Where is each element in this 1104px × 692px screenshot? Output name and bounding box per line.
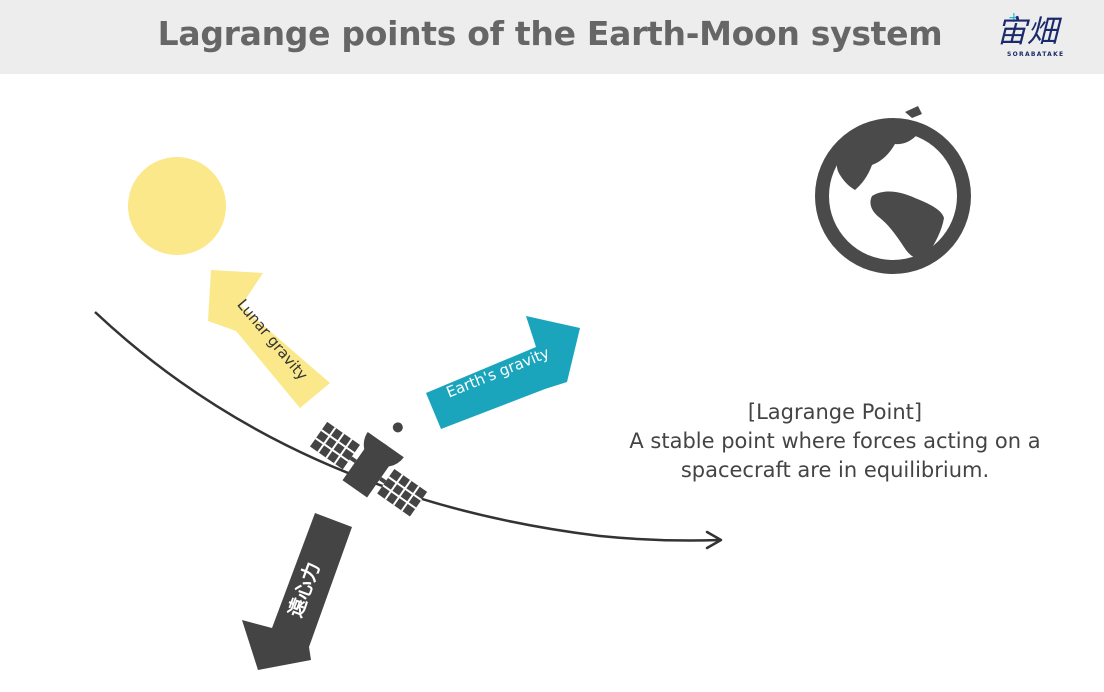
lagrange-diagram: Lunar gravity Earth's gravity 遠心力 bbox=[94, 106, 971, 670]
caption-line-2: spacecraft are in equilibrium. bbox=[680, 458, 990, 482]
caption-line-1: A stable point where forces acting on a bbox=[629, 429, 1041, 453]
caption-heading: [Lagrange Point] bbox=[747, 400, 923, 424]
moon-icon bbox=[128, 157, 226, 255]
orbit-path bbox=[94, 311, 721, 542]
satellite-icon bbox=[310, 421, 428, 517]
logo-star-icon: + bbox=[1008, 10, 1020, 26]
logo-text: 宙畑 bbox=[996, 14, 1058, 50]
earth-icon bbox=[815, 106, 971, 274]
lagrange-caption: [Lagrange Point] A stable point where fo… bbox=[600, 398, 1070, 485]
centrifugal-arrow bbox=[242, 513, 352, 670]
header-bar: Lagrange points of the Earth-Moon system… bbox=[0, 0, 1104, 74]
page-title: Lagrange points of the Earth-Moon system bbox=[157, 14, 943, 53]
orbit-arrowhead bbox=[705, 530, 723, 550]
earth-gravity-arrow bbox=[426, 316, 580, 429]
lunar-gravity-arrow bbox=[208, 270, 330, 408]
sorabatake-logo: + 宙畑 SORABATAKE bbox=[996, 10, 1068, 62]
logo-subtext: SORABATAKE bbox=[1007, 51, 1065, 58]
